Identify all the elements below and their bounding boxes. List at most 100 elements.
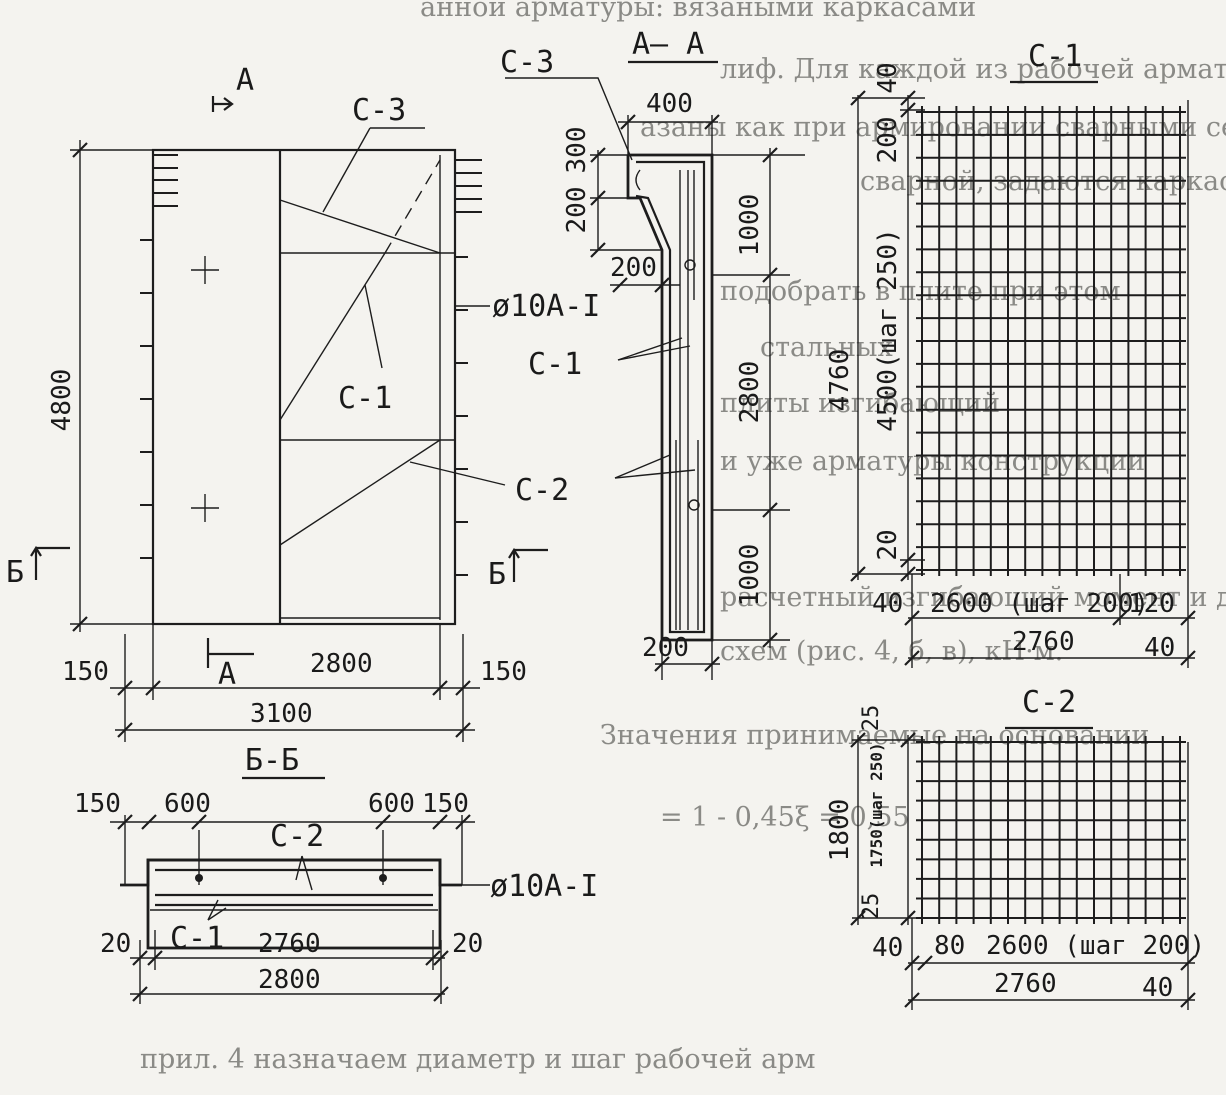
c2-dim-25-bottom: 25 xyxy=(859,893,884,920)
rebar-dot xyxy=(195,874,203,882)
c2-tick xyxy=(904,992,920,1008)
c1-tick xyxy=(1180,610,1196,626)
section-bb-title: Б-Б xyxy=(245,743,299,778)
section-label-a-bottom: А xyxy=(218,657,236,692)
c1-tick xyxy=(850,90,866,106)
c2-dim-80: 80 xyxy=(934,931,965,961)
plan-diagonal-hidden xyxy=(384,159,441,254)
bb-dim-2800: 2800 xyxy=(258,965,321,995)
c2-dim-2760: 2760 xyxy=(994,969,1057,999)
section-bb: Б-Б 150 600 600 150 С-2 xyxy=(74,743,598,1004)
bg-line: схем (рис. 4, б, в), кН·м. xyxy=(720,636,1063,667)
section-bb-outline xyxy=(146,858,442,950)
bg-line: расчетный изгибающий момент и двух расче… xyxy=(720,582,1226,613)
dim-2800: 2800 xyxy=(735,361,765,424)
rebar-dot xyxy=(684,259,696,271)
plan-dim-horizontal: 150 2800 150 3100 xyxy=(62,624,527,742)
dim-200-bottom: 200 xyxy=(642,633,689,663)
section-marker-b-right: Б xyxy=(488,547,548,592)
c1-dim-2600: 2600 (шаг 200) xyxy=(930,589,1149,619)
mesh-c1-grid xyxy=(916,106,1186,576)
c1-dim-40-right: 40 xyxy=(1144,633,1175,663)
c2-tick xyxy=(850,910,866,926)
plan-diagonal xyxy=(279,199,441,254)
section-bb-dims-top: 150 600 600 150 xyxy=(74,789,475,885)
section-aa-callouts: С-1 xyxy=(528,337,696,479)
mesh-c1-title: С-1 xyxy=(1028,39,1082,74)
section-aa-callout-c1: С-1 xyxy=(528,347,582,382)
section-aa-dims-top: 400 С-3 xyxy=(500,45,720,161)
c2-dim-1750: 1750(шаг 250) xyxy=(867,742,886,867)
bg-line: подобрать в плите при этом xyxy=(720,276,1121,307)
bb-dim-20-right: 20 xyxy=(452,929,483,959)
section-aa-dims-left: 300 200 200 xyxy=(562,127,680,293)
bg-line: стальных xyxy=(760,332,893,363)
c1-tick xyxy=(900,552,916,568)
section-marker-a-top: А xyxy=(211,63,254,112)
dim-200-b: 200 xyxy=(610,253,657,283)
plan-bar-stubs-right xyxy=(455,159,482,576)
section-aa-title: А— А xyxy=(632,27,704,62)
plan-cross-mark xyxy=(191,256,219,284)
bb-dim-600-right: 600 xyxy=(368,789,415,819)
plan-diagonal xyxy=(279,439,441,546)
bg-line: анной арматуры: вязаными каркасами xyxy=(420,0,976,23)
section-label-b-left: Б xyxy=(6,555,24,590)
bb-callout-c2: С-2 xyxy=(270,819,324,854)
section-aa: А— А 300 200 200 xyxy=(500,27,805,680)
bg-line: прил. 4 назначаем диаметр и шаг рабочей … xyxy=(140,1044,815,1075)
bg-line: = 1 - 0,45ξ = 0,55 xyxy=(660,802,910,833)
c2-dim-40-left: 40 xyxy=(872,933,903,963)
plan-callout-rebar: ø10А-I xyxy=(492,289,600,324)
c1-tick xyxy=(904,610,920,626)
mesh-c2: С-2 25 1750(шаг 250) 1800 25 40 80 2600 … xyxy=(825,685,1205,1010)
c2-tick xyxy=(1180,955,1196,971)
mesh-c2-title: С-2 xyxy=(1022,685,1076,720)
bb-dim-20-left: 20 xyxy=(100,929,131,959)
plan-dim-right: 150 xyxy=(480,657,527,687)
bb-dim-150-right: 150 xyxy=(422,789,469,819)
plan-cross-mark xyxy=(191,494,219,522)
plan-callout-c2: С-2 xyxy=(515,473,569,508)
c2-tick xyxy=(904,955,920,971)
bg-line: лиф. Для каждой из рабочей арматуры xyxy=(720,54,1226,85)
c1-tick xyxy=(900,90,916,106)
bb-dim-600-left: 600 xyxy=(164,789,211,819)
section-aa-dims-right: 1000 2800 1000 xyxy=(712,147,805,648)
plan-dim-height: 4800 xyxy=(47,140,158,632)
c1-dim-200: 200 xyxy=(873,117,903,164)
c1-dim-120: 120 xyxy=(1128,589,1175,619)
background-text: анной арматуры: вязаными каркасами лиф. … xyxy=(140,0,1226,1075)
c1-tick xyxy=(1112,610,1128,626)
mesh-c2-grid xyxy=(916,736,1186,924)
dim-1000-top: 1000 xyxy=(735,194,765,257)
bb-callout-c1: С-1 xyxy=(170,921,224,956)
plan-callouts: С-3 С-1 С-2 ø10А-I xyxy=(322,93,600,508)
c2-dim-1800: 1800 xyxy=(825,799,855,862)
c2-dim-2600: 2600 (шаг 200) xyxy=(986,931,1205,961)
c1-tick xyxy=(850,566,866,582)
plan-diagonal xyxy=(279,252,386,421)
c1-dim-40-left: 40 xyxy=(872,589,903,619)
section-aa-dims-bottom: 200 xyxy=(642,633,720,680)
c2-tick xyxy=(900,732,916,748)
c1-dim-4760: 4760 xyxy=(825,349,855,412)
c2-tick xyxy=(900,910,916,926)
plan-dim-total: 3100 xyxy=(250,699,313,729)
section-aa-callout-c3: С-3 xyxy=(500,45,554,80)
bb-dim-2760: 2760 xyxy=(258,929,321,959)
plan-bar-stubs-left xyxy=(140,154,178,559)
c2-tick xyxy=(850,732,866,748)
bb-dim-150-left: 150 xyxy=(74,789,121,819)
c1-dim-40-top: 40 xyxy=(873,62,903,93)
section-label-a-top: А xyxy=(236,63,254,98)
section-aa-inner xyxy=(635,160,706,634)
c1-tick xyxy=(900,102,916,118)
rebar-dot xyxy=(688,499,700,511)
section-bb-top xyxy=(120,858,462,887)
section-marker-b-left: Б xyxy=(6,545,70,590)
section-bb-callouts: С-2 С-1 ø10А-I xyxy=(170,819,598,956)
c1-dim-2760: 2760 xyxy=(1012,627,1075,657)
c2-dim-40-right: 40 xyxy=(1142,973,1173,1003)
